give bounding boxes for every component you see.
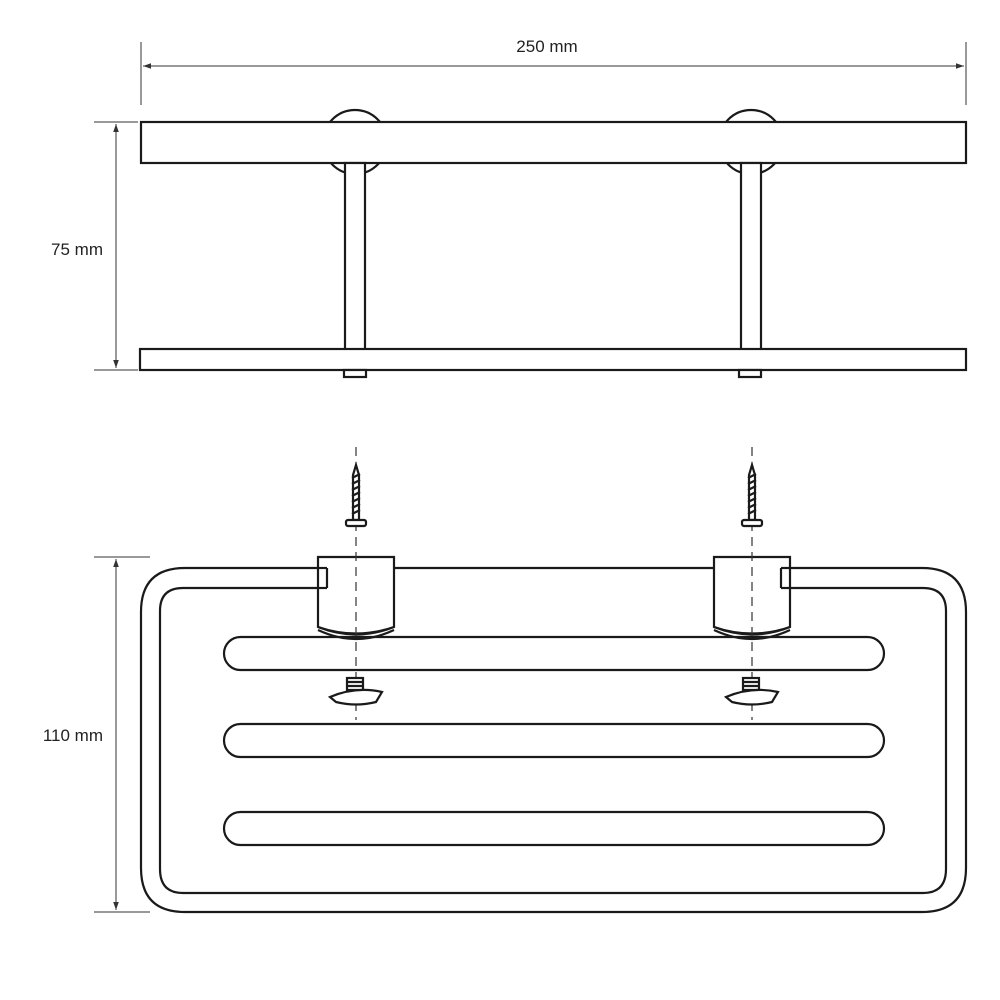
wall-plug-left [327, 676, 384, 706]
basket-inner-frame [158, 586, 948, 895]
screw-left [344, 461, 368, 528]
height-label: 75 mm [51, 240, 103, 259]
wall-plug-right [723, 676, 780, 706]
width-label: 250 mm [516, 37, 577, 56]
width-dimension: 250 mm [140, 37, 967, 105]
basket-outer-frame [139, 566, 968, 914]
foot-left [342, 368, 368, 379]
height-dimension: 75 mm [51, 121, 138, 371]
foot-right [737, 368, 763, 379]
depth-dimension: 110 mm [43, 556, 150, 913]
basket-top-view [139, 447, 968, 914]
bottom-shelf-plate [138, 347, 968, 372]
basket-slot-3 [222, 810, 886, 847]
support-post-right [739, 161, 763, 352]
top-bar [139, 120, 968, 165]
basket-slot-1 [222, 635, 886, 672]
shelf-front-view [138, 108, 968, 379]
depth-label: 110 mm [43, 726, 103, 745]
basket-slot-2 [222, 722, 886, 759]
support-post-left [343, 161, 367, 352]
screw-right [740, 461, 764, 528]
mounting-bracket-left [316, 555, 396, 641]
